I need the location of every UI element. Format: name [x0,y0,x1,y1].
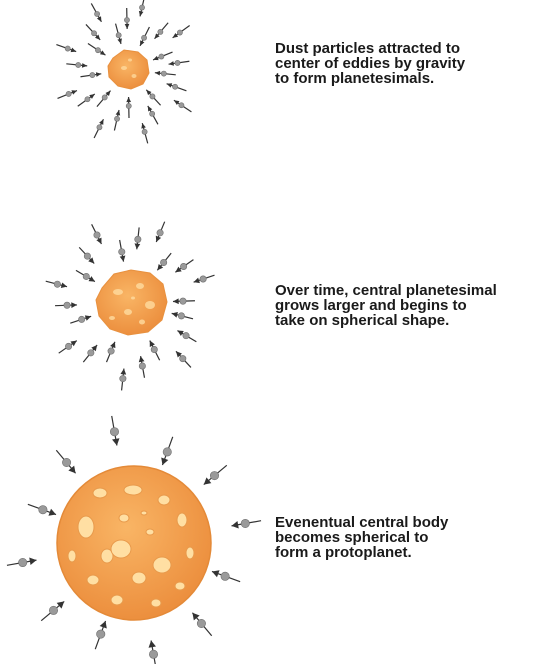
dust-particle [78,316,84,322]
dust-particle [141,35,146,40]
caption-line: Dust particles attracted to [275,41,530,56]
dust-particle [139,5,144,10]
dust-particle [173,84,178,89]
infall-arrowhead [126,97,131,102]
dust-particle [158,29,163,34]
infall-arrowhead [112,438,119,445]
dust-particle [142,129,147,134]
planetesimal-medium [96,270,167,335]
dust-particle [157,230,163,236]
dust-particle [200,276,206,282]
dust-particle [65,343,71,349]
dust-particle [126,103,131,108]
infall-arrowhead [149,641,156,648]
stage-2-caption: Over time, central planetesimal grows la… [275,283,530,328]
infall-arrowhead [71,302,77,308]
dust-particle [85,97,90,102]
dust-particle [65,46,70,51]
infall-arrowhead [194,278,200,283]
infall-arrowhead [174,100,180,105]
dust-particle [119,249,125,255]
dust-particle [160,259,166,265]
infall-arrowhead [120,256,126,262]
dust-particle [108,348,114,354]
infall-arrowhead [232,521,239,528]
dust-particle [114,116,119,121]
infall-arrowhead [61,282,67,288]
dust-particle [62,458,70,466]
dust-particle [163,448,171,456]
caption-line: center of eddies by gravity [275,56,530,71]
dust-particle [64,302,70,308]
stage-1-planetesimal [56,0,191,143]
dust-particle [135,236,141,242]
dust-particle [97,630,105,638]
dust-particle [66,91,71,96]
caption-line: becomes spherical to [275,530,530,545]
caption-line: take on spherical shape. [275,313,530,328]
infall-arrowhead [125,24,130,29]
dust-particle [197,619,205,627]
dust-particle [88,350,94,356]
dust-particle [95,48,100,53]
dust-particle [178,313,184,319]
planetesimal-small [108,50,149,89]
infall-arrowhead [116,110,121,115]
stage-3-protoplanet [7,416,261,664]
dust-particle [139,363,145,369]
dust-particle [94,11,99,16]
dust-particle [90,72,95,77]
infall-arrowhead [173,298,179,304]
dust-particle [54,281,60,287]
dust-particle [76,62,81,67]
stage-3-caption: Evenentual central body becomes spherica… [275,515,530,560]
dust-particle [39,506,47,514]
dust-particle [159,54,164,59]
dust-particle [18,558,26,566]
infall-arrowhead [139,11,144,16]
dust-particle [180,355,186,361]
dust-particle [180,263,186,269]
dust-particle [150,111,155,116]
dust-particle [151,346,157,352]
dust-particle [97,125,102,130]
dust-particle [84,253,90,259]
caption-line: grows larger and begins to [275,298,530,313]
caption-line: Over time, central planetesimal [275,283,530,298]
dust-particle [149,650,157,658]
dust-particle [102,95,107,100]
dust-particle [83,273,89,279]
stage-1-caption: Dust particles attracted to center of ed… [275,41,530,86]
dust-particle [49,606,57,614]
stage-2-growing-planetesimal [46,222,215,391]
dust-particle [241,519,249,527]
dust-particle [94,232,100,238]
dust-particle [221,572,229,580]
dust-particle [110,427,118,435]
dust-particle [210,471,218,479]
dust-particle [179,103,184,108]
dust-particle [177,30,182,35]
dust-particle [150,94,155,99]
infall-arrowhead [85,315,91,320]
dust-particle [120,375,126,381]
infall-arrowhead [172,312,178,318]
dust-particle [161,71,166,76]
infall-arrowhead [100,50,106,55]
infall-arrowhead [139,356,145,362]
dust-particle [183,332,189,338]
infall-arrowhead [29,558,36,565]
dust-particle [116,33,121,38]
dust-particle [91,31,96,36]
caption-line: form a protoplanet. [275,545,530,560]
dust-particle [175,60,180,65]
infall-arrowhead [167,83,173,87]
caption-line: to form planetesimals. [275,71,530,86]
dust-particle [180,298,186,304]
infall-arrowhead [71,48,77,52]
caption-line: Evenentual central body [275,515,530,530]
dust-particle [124,17,129,22]
